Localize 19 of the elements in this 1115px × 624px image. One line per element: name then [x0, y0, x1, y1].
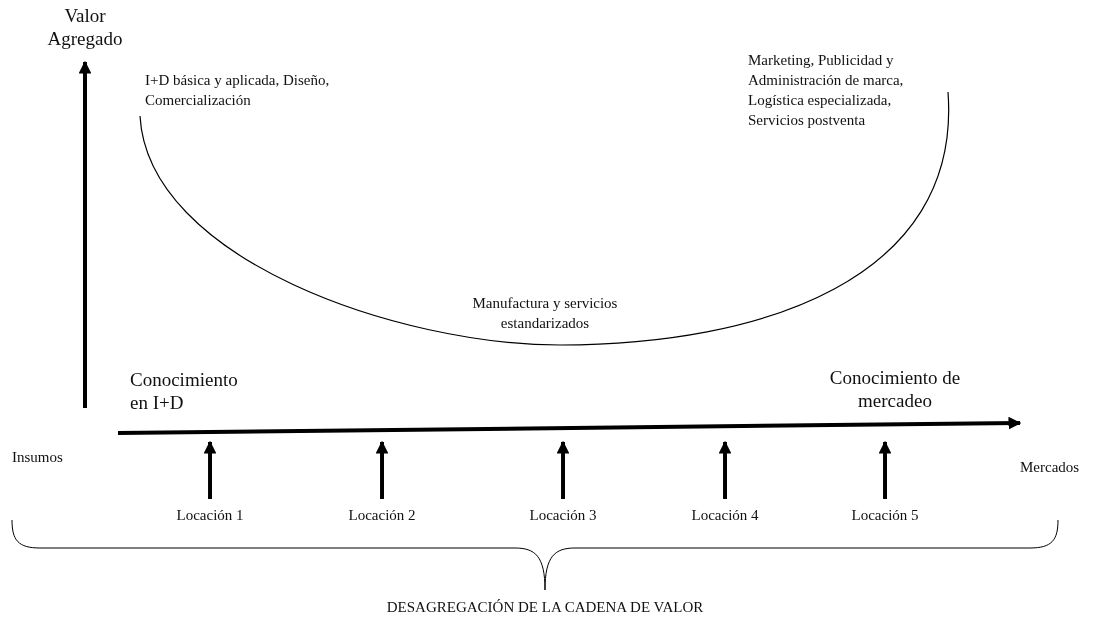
arrow [718, 440, 732, 499]
axis-title: Valor Agregado [46, 4, 124, 50]
curve-annotation: I+D básica y aplicada, Diseño, Comercialización [145, 71, 331, 110]
axis-end-label: Insumos [12, 448, 64, 467]
arrow [375, 440, 389, 499]
location-label: Locación 3 [529, 505, 597, 525]
axis-annotation: Conocimiento de mercadeo [828, 366, 962, 412]
arrow [203, 440, 217, 499]
arrow [556, 440, 570, 499]
location-label: Locación 1 [176, 505, 244, 525]
curve-annotation: Manufactura y servicios estandarizados [471, 294, 619, 333]
bracket-label: DESAGREGACIÓN DE LA CADENA DE VALOR [385, 598, 705, 617]
location-label: Locación 2 [348, 505, 416, 525]
location-label: Locación 5 [851, 505, 919, 525]
arrow [878, 440, 892, 499]
location-label: Locación 4 [691, 505, 759, 525]
axis-end-label: Mercados [1020, 458, 1081, 477]
curve-annotation: Marketing, Publicidad y Administración de marca, Logística especializada, Servicios postventa [748, 51, 905, 130]
axis-annotation: Conocimiento en I+D [130, 368, 239, 414]
